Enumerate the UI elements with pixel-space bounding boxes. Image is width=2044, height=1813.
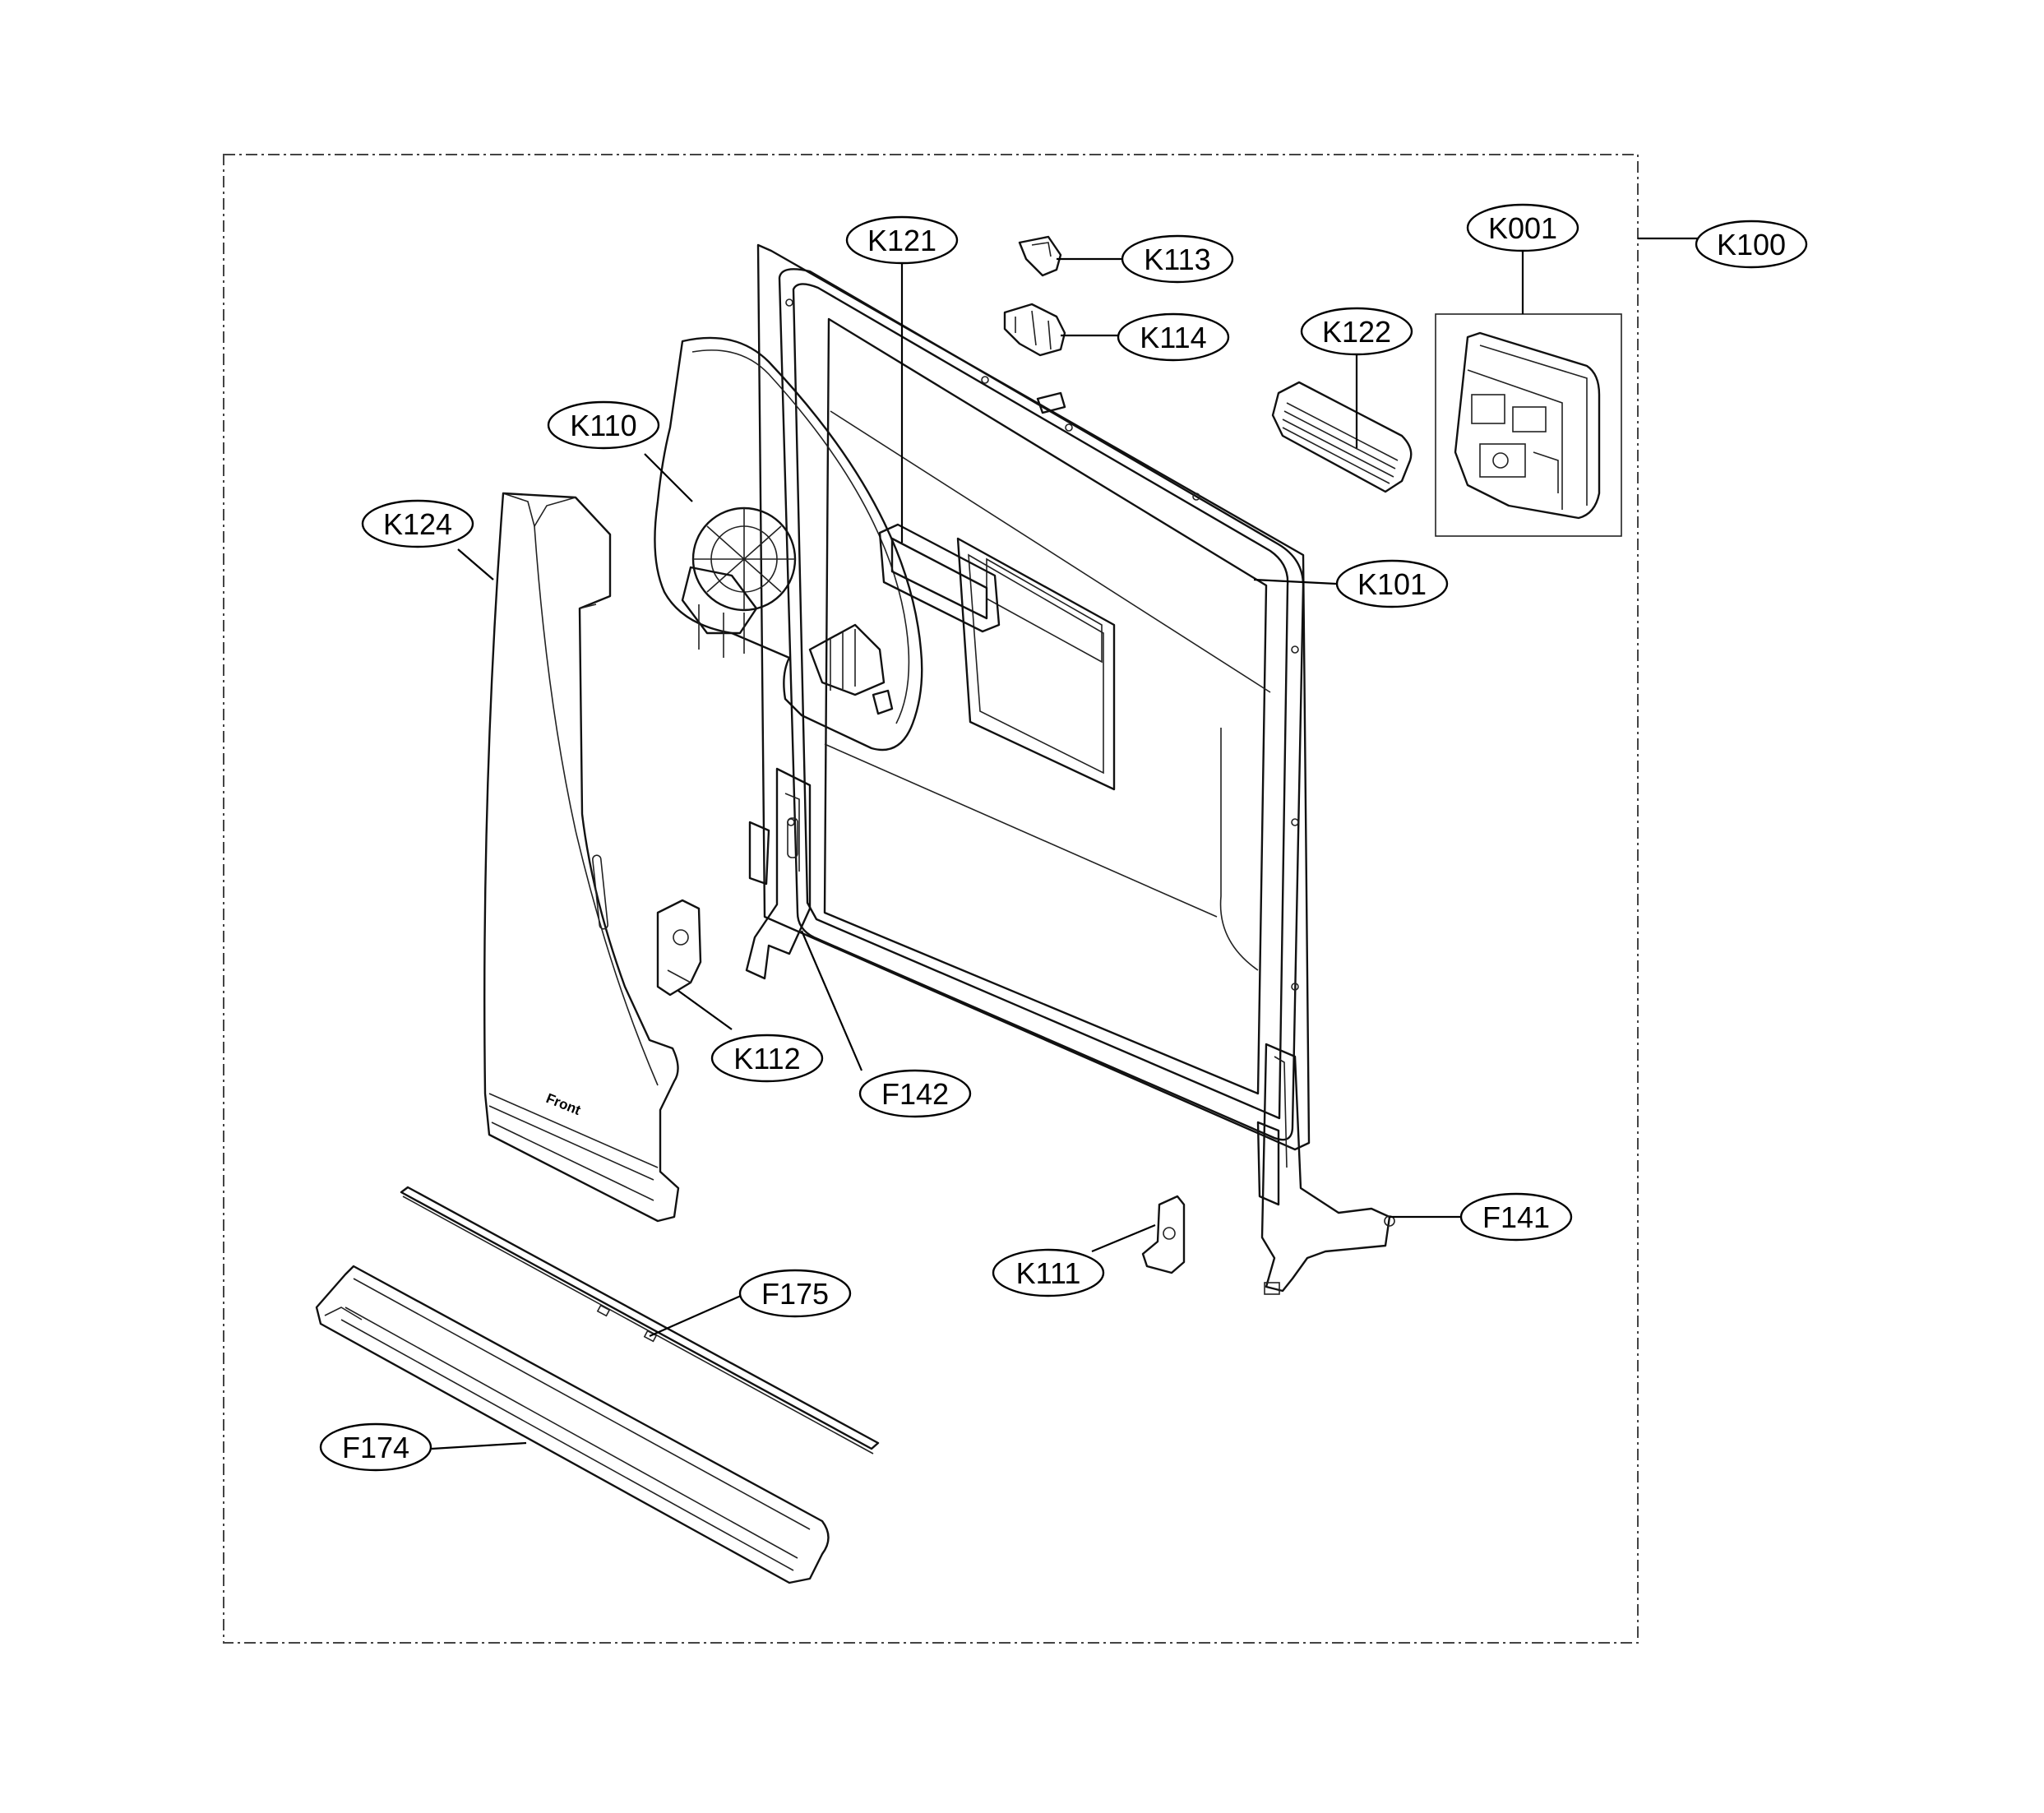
callout-k122: K122: [1300, 307, 1413, 356]
callout-k101-label: K101: [1357, 567, 1427, 601]
callout-k113-label: K113: [1144, 243, 1210, 276]
callout-k001-label: K001: [1488, 211, 1557, 245]
callout-k112-label: K112: [733, 1042, 800, 1075]
callout-k110: K110: [547, 400, 660, 450]
callout-f142: F142: [858, 1069, 972, 1118]
callout-k113: K113: [1121, 234, 1234, 284]
callout-k114: K114: [1117, 312, 1230, 362]
front-label: Front: [544, 1090, 584, 1118]
callout-k100-label: K100: [1717, 228, 1786, 261]
callout-f174: F174: [319, 1422, 432, 1472]
callout-f141-label: F141: [1482, 1200, 1550, 1234]
control-module-k001-part: [1454, 331, 1601, 520]
callout-k124-label: K124: [383, 507, 452, 541]
callout-f142-label: F142: [881, 1077, 949, 1111]
gasket-k121-part: [878, 523, 1001, 633]
bracket-k111-part: [1141, 1195, 1186, 1274]
callout-f175: F175: [738, 1269, 852, 1318]
k001-box: [1435, 313, 1622, 537]
callout-k100: K100: [1695, 220, 1808, 269]
callout-k124: K124: [361, 499, 474, 548]
hinge-left-part: [745, 767, 812, 980]
bracket-k112-part: [656, 899, 702, 997]
callout-k114-label: K114: [1140, 321, 1206, 354]
inner-door-part: [756, 243, 1311, 1151]
holder-k114-part: [1003, 303, 1066, 357]
callout-k001: K001: [1466, 203, 1579, 252]
vent-duct-part: Front: [483, 492, 680, 1223]
callout-k110-label: K110: [570, 409, 636, 442]
bottom-seal-part: [315, 1265, 830, 1584]
callout-k121: K121: [845, 215, 959, 265]
callout-k121-label: K121: [867, 224, 936, 257]
callout-k111-label: K111: [1016, 1256, 1081, 1290]
leader-lines: [431, 237, 1698, 1450]
grille-k122-part: [1271, 381, 1413, 493]
callout-k101: K101: [1335, 559, 1449, 608]
hinge-right-part: [1256, 1043, 1395, 1295]
door-strip-part: [400, 1186, 880, 1455]
callout-f174-label: F174: [342, 1431, 409, 1464]
callout-f175-label: F175: [761, 1277, 829, 1311]
vent-blower-part: [654, 336, 923, 752]
assembly-frame: [223, 154, 1639, 1644]
callout-k111: K111: [992, 1248, 1105, 1297]
callout-f141: F141: [1459, 1192, 1573, 1242]
callout-k112: K112: [710, 1034, 824, 1083]
callout-k122-label: K122: [1322, 315, 1391, 349]
clip-k113-part: [1018, 235, 1062, 277]
